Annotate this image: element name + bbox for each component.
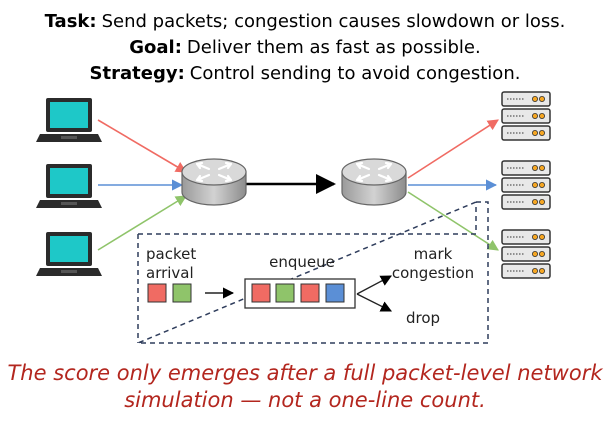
laptop-icon	[36, 164, 102, 208]
task-line: Task:Send packets; congestion causes slo…	[45, 11, 566, 32]
drop-label: drop	[406, 309, 440, 327]
mark-congestion-label-1: mark	[414, 245, 453, 263]
drop-arrow	[356, 293, 393, 312]
queued-packet-red	[300, 283, 320, 303]
link-router2-server1	[407, 119, 499, 179]
queued-packet-blue	[325, 283, 345, 303]
goal-label: Goal:	[129, 37, 182, 58]
mark-congestion-label-2: congestion	[392, 264, 474, 282]
goal-line: Goal:Deliver them as fast as possible.	[129, 37, 480, 58]
link-laptop1-router1	[97, 119, 187, 173]
packet-arrival-label-2: arrival	[146, 264, 194, 282]
goal-text: Deliver them as fast as possible.	[187, 37, 481, 58]
server-icon	[501, 91, 551, 141]
router-icon	[180, 157, 248, 207]
link-laptop3-router1	[97, 195, 187, 251]
laptop-icon	[36, 98, 102, 142]
queued-packet-green	[275, 283, 295, 303]
server-icon	[501, 229, 551, 279]
mark-arrow	[356, 275, 392, 295]
task-text: Send packets; congestion causes slowdown…	[102, 11, 566, 32]
packet-arrival-label-1: packet	[146, 245, 196, 263]
router-icon	[340, 157, 408, 207]
arrival-packet-green	[172, 283, 192, 303]
laptop-icon	[36, 232, 102, 276]
server-icon	[501, 160, 551, 210]
arrival-packet-red	[147, 283, 167, 303]
queued-packet-red	[251, 283, 271, 303]
caption-line-2: simulation — not a one-line count.	[124, 388, 486, 412]
strategy-label: Strategy:	[90, 63, 185, 84]
enqueue-label: enqueue	[269, 253, 335, 271]
strategy-text: Control sending to avoid congestion.	[190, 63, 521, 84]
task-label: Task:	[45, 11, 97, 32]
caption-line-1: The score only emerges after a full pack…	[7, 361, 603, 385]
strategy-line: Strategy:Control sending to avoid conges…	[90, 63, 521, 84]
link-router2-server3	[407, 191, 499, 251]
